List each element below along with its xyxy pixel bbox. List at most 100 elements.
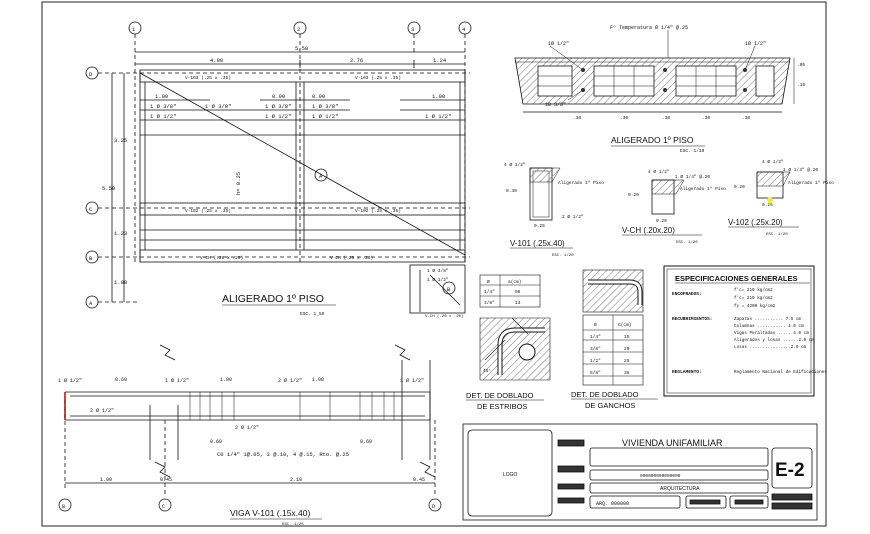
spec-value: Vigas Peraltadas ..... 4.0 cm <box>734 331 809 336</box>
rebar-label: 1 Ø 3/8" <box>427 267 449 274</box>
dim-label: 1.00 <box>220 377 232 383</box>
rebar-label: 1 Ø 3/8" <box>205 103 231 110</box>
sheet-border <box>41 1 827 527</box>
specs-title: ESPECIFICACIONES GENERALES <box>675 274 798 283</box>
general-specs: ESPECIFICACIONES GENERALES ENCOFRADOS: f… <box>663 265 827 397</box>
sheet-number: E-2 <box>775 460 805 481</box>
beam-section-title: V-CH (.20x.20) <box>622 226 675 235</box>
spec-value: Reglamento Nacional de Edificaciones <box>734 370 827 375</box>
beam-label: V-103 (.25 x .35) <box>185 75 231 81</box>
spec-key: RECUBRIMIENTOS: <box>672 316 713 322</box>
discipline: ARQUITECTURA <box>660 486 700 492</box>
beam-label: V-CH (.20 x .20) <box>200 255 243 261</box>
det-hook-title: DE GANCHOS <box>585 401 635 410</box>
dim-label: 0.20 <box>734 184 745 190</box>
angle-label: 45° <box>483 368 491 374</box>
dim-label: 0.20 <box>628 192 639 198</box>
axis-label: B <box>89 255 93 262</box>
temp-rebar-label: Fº Temperatura Ø 1/4" @.25 <box>610 24 688 31</box>
beam-label: V-102 (.25 x .35) <box>185 208 231 214</box>
axis-bubbles-left <box>85 66 470 309</box>
spec-key: REGLAMENTO: <box>672 369 702 375</box>
rebar-label: 1 Ø 3/8" <box>312 103 338 110</box>
title-block-text: LOGO VIVIENDA UNIFAMILIAR 00000000000000… <box>503 438 805 507</box>
rebar-label: 1 Ø 3/8" <box>265 103 291 110</box>
rebar-label: 2 Ø 1/2" <box>278 377 302 384</box>
rebar-label: 1 Ø 1/2" <box>150 113 176 120</box>
slab-note: h= 0.25 <box>235 172 242 195</box>
axis-label: 1 <box>132 26 136 33</box>
rebar-label: 1Ø 1/2" <box>745 40 766 47</box>
det-stirrup-title: DET. DE DOBLADO <box>466 391 534 400</box>
dim-total: 5.50 <box>295 45 308 52</box>
table-cell: 3/8" <box>484 300 495 306</box>
span-label: 0.45 <box>160 477 172 483</box>
dim-label: 0.40 <box>506 188 517 194</box>
dim-label: .30 <box>620 115 628 121</box>
table-cell: 13 <box>515 300 521 306</box>
spec-value: f'c= 210 kg/cm2 <box>734 296 773 301</box>
axis-label: 2 <box>297 26 300 33</box>
spec-key: ENCOFRADOS: <box>672 291 702 297</box>
table-cell: 20 <box>624 346 630 352</box>
spec-value: Aligerados y losas ......2.0 cm <box>734 338 814 343</box>
rebar-label: 2 Ø 1/2" <box>562 213 584 220</box>
axis-label: C <box>89 206 93 213</box>
table-cell: 1/4" <box>590 334 601 340</box>
beam-elevation <box>58 344 442 512</box>
thk-label: .05 <box>797 62 805 68</box>
slab-plan <box>85 21 472 314</box>
det-stirrup-title: DE ESTRIBOS <box>477 402 527 411</box>
dim-left: 1.23 <box>114 230 127 237</box>
beam-label: V-103 (.25 x .35) <box>355 75 401 81</box>
plan-title: ALIGERADO 1º PISO <box>222 293 324 305</box>
hook-bending-detail: Ø G(cm) 1/4" 15 3/8" 20 1/2" 25 5/8" 35 … <box>571 269 658 410</box>
beam-section-v102: 4 Ø 1/2" 1 Ø 1/4" @.20 Aligerado 1º Piso… <box>728 158 834 237</box>
beam-label: V-102 (.25 x .35) <box>355 208 401 214</box>
rebar-label: 1 Ø 1/2" <box>265 113 291 120</box>
slab-section-scale: ESC. 1/10 <box>680 148 705 154</box>
detail-mark: B <box>447 286 451 293</box>
dim-label: .30 <box>702 115 710 121</box>
slab-section-title: ALIGERADO 1º PISO <box>611 135 694 145</box>
axis-label: D <box>432 504 435 510</box>
plan-labels: 1 2 3 4 D C B A 5.50 4.00 2.76 1.24 3.25… <box>89 26 466 319</box>
beam-section-vch: 4 Ø 1/2" 1 Ø 1/4" @.20 Aligerado 1º Piso… <box>622 168 726 245</box>
stirrup-note: C0 1/4" 1@.05, 3 @.10, 4 @.15, Rto. @.25 <box>217 451 349 458</box>
axis-label: B <box>62 504 65 510</box>
dim-label: 0.60 <box>115 377 127 383</box>
span-label: 2.10 <box>290 477 302 483</box>
plan-scale: ESC. 1_50 <box>300 311 325 317</box>
slab-section: Fº Temperatura Ø 1/4" @.25 1Ø 1/2" 1Ø 1/… <box>514 24 805 154</box>
rebar-label: 2 Ø 1/2" <box>235 424 259 431</box>
slab-label: Aligerado 1º Piso <box>680 186 726 192</box>
beam-title: VIGA V-101 (.15x.40) <box>230 508 310 518</box>
table-cell: 3/8" <box>590 346 601 352</box>
dim-label: 0.25 <box>534 223 545 229</box>
slab-label: Aligerado 1º Piso <box>788 180 834 186</box>
logo-placeholder: LOGO <box>503 472 518 478</box>
table-head: a(cm) <box>508 279 522 285</box>
beam-section-scale: ESC. 1/20 <box>676 240 698 245</box>
beam-label: V-CH (.20 x .20) <box>425 314 463 319</box>
spec-value: f'c= 210 kg/cm2 <box>734 288 773 293</box>
spec-value: Columnas ........... 4.0 cm <box>734 324 804 329</box>
dim-left-total: 5.59 <box>102 185 115 192</box>
axis-label: A <box>89 300 93 307</box>
rebar-label: 1 Ø 1/2" <box>312 113 338 120</box>
dim-label: .10 <box>662 115 670 121</box>
table-cell: 25 <box>624 358 630 364</box>
dim-span: 4.00 <box>210 57 223 64</box>
dim-label: 1.00 <box>155 93 168 100</box>
title-block <box>462 423 818 521</box>
table-cell: 06 <box>515 289 521 295</box>
spec-value: fy = 4200 kg/cm2 <box>734 304 776 309</box>
rebar-label: 1 Ø 1/2" <box>165 377 189 384</box>
stirrup-label: 1 Ø 1/4" @.20 <box>783 166 818 173</box>
table-cell: 1/4" <box>484 289 495 295</box>
dim-label: 0.60 <box>210 439 222 445</box>
beam-section-title: V-101 (.25x.40) <box>510 239 565 248</box>
dim-span: 1.24 <box>433 57 447 64</box>
table-head: G(cm) <box>618 322 632 328</box>
rebar-label: 1 Ø 1/2" <box>425 113 451 120</box>
